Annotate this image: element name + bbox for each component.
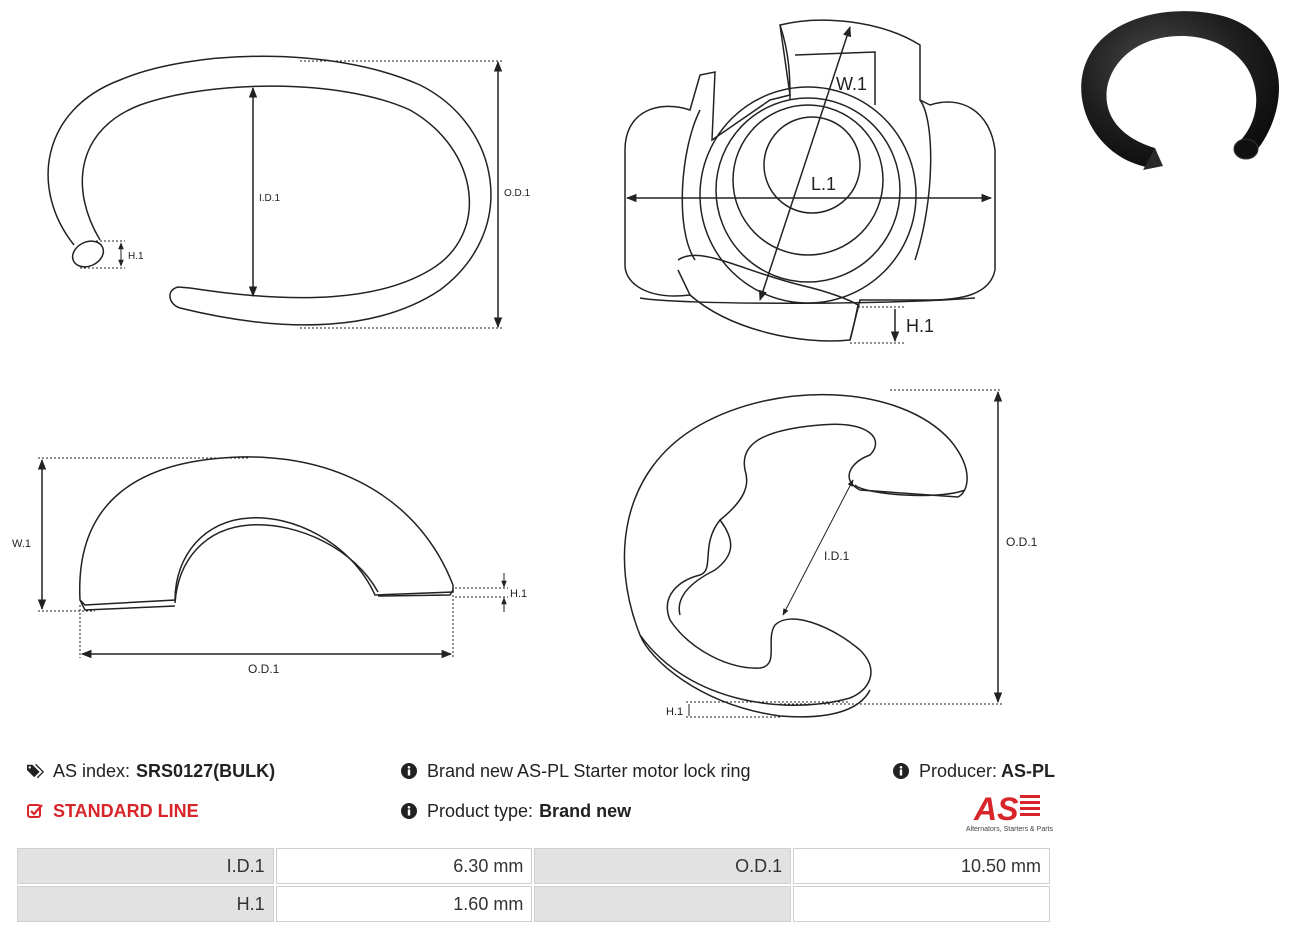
label-w1-top-center: W.1 [836,74,867,94]
product-type: Product type: Brand new [401,801,631,822]
drawing-perspective-view [623,389,1003,718]
label-h1-bottom-center: H.1 [666,706,683,718]
label-h1-bottom-left: H.1 [510,588,527,600]
spec-key: O.D.1 [534,848,792,884]
label-id1-top-left: I.D.1 [259,193,281,204]
description-text: Brand new AS-PL Starter motor lock ring [427,761,751,781]
drawing-side-view [37,456,508,659]
info-icon [401,802,419,821]
as-index-label: AS index: [53,761,131,781]
label-h1-top-center: H.1 [906,316,934,336]
label-od1-bottom-center: O.D.1 [1006,535,1038,549]
label-l1-top-center: L.1 [811,174,836,194]
standard-line-label: STANDARD LINE [53,801,199,821]
table-row: H.1 1.60 mm [17,886,1050,922]
tags-icon [27,763,45,781]
spec-key: H.1 [17,886,274,922]
label-w1-bottom-left: W.1 [12,538,31,550]
info-icon [893,762,911,781]
svg-text:AS: AS [973,791,1019,827]
drawing-assembly-view [624,19,996,344]
as-pl-logo: AS Alternators, Starters & Parts [966,791,1054,833]
producer-value: AS-PL [1001,761,1056,781]
check-square-icon [27,803,45,821]
spec-value: 6.30 mm [275,848,533,884]
technical-drawings: I.D.1 O.D.1 H.1 W.1 L.1 H.1 [12,19,1038,718]
spec-value: 10.50 mm [793,848,1050,884]
producer: Producer: AS-PL [893,761,1055,782]
label-id1-bottom-center: I.D.1 [824,549,850,563]
spec-value [793,886,1050,922]
label-od1-top-left: O.D.1 [504,188,531,199]
product-photo [1081,11,1280,170]
spec-key: I.D.1 [17,848,274,884]
svg-text:Alternators, Starters & Parts: Alternators, Starters & Parts [966,826,1054,833]
drawing-ring-top-view [47,55,503,329]
product-type-value: Brand new [539,801,632,821]
as-index-value: SRS0127(BULK) [136,761,276,781]
description: Brand new AS-PL Starter motor lock ring [401,761,750,782]
label-od1-bottom-left: O.D.1 [248,662,280,676]
info-icon [401,762,419,781]
table-row: I.D.1 6.30 mm O.D.1 10.50 mm [17,848,1050,884]
as-index: AS index: SRS0127(BULK) [27,761,275,782]
product-type-label: Product type: [427,801,534,821]
spec-key [534,886,792,922]
label-h1-top-left: H.1 [128,251,144,262]
spec-table: I.D.1 6.30 mm O.D.1 10.50 mm H.1 1.60 mm [15,846,1052,924]
producer-label: Producer: [919,761,998,781]
standard-line: STANDARD LINE [27,801,199,822]
spec-value: 1.60 mm [275,886,533,922]
